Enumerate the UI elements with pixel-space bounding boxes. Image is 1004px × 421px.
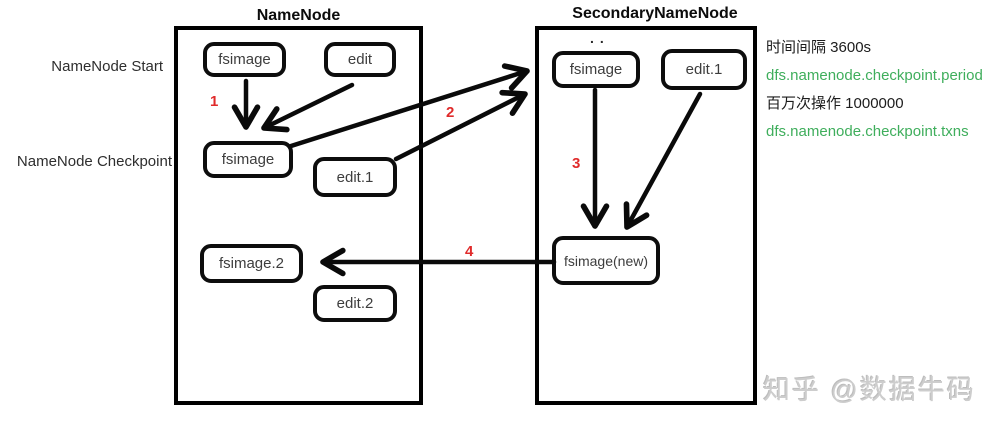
node-nn-fsimage-start: fsimage — [203, 42, 286, 77]
secondary-namenode-title: SecondaryNameNode — [572, 5, 738, 22]
annotation-million-ops: 百万次操作 1000000 — [766, 95, 904, 112]
node-nn-fsimage2: fsimage.2 — [200, 244, 303, 283]
annotation-time-interval: 时间间隔 3600s — [766, 39, 872, 56]
secondary-dots-mark: .. — [590, 30, 610, 46]
secondary-namenode-container — [535, 26, 757, 405]
label-namenode-start: NameNode Start — [51, 58, 163, 75]
node-nn-fsimage-checkpoint: fsimage — [203, 141, 293, 178]
node-sn-edit1: edit.1 — [661, 49, 747, 90]
annotation-checkpoint-period: dfs.namenode.checkpoint.period — [766, 67, 983, 84]
node-nn-edit: edit — [324, 42, 396, 77]
step-number-4: 4 — [465, 243, 474, 260]
label-namenode-checkpoint: NameNode Checkpoint — [16, 153, 172, 170]
config-annotations: 时间间隔 3600s dfs.namenode.checkpoint.perio… — [766, 34, 1004, 146]
node-nn-edit2: edit.2 — [313, 285, 397, 322]
node-sn-fsimage: fsimage — [552, 51, 640, 88]
step-number-1: 1 — [210, 93, 219, 110]
namenode-title: NameNode — [256, 7, 341, 24]
node-sn-fsimage-new: fsimage(new) — [552, 236, 660, 285]
step-number-2: 2 — [446, 104, 455, 121]
node-nn-edit1: edit.1 — [313, 157, 397, 197]
annotation-checkpoint-txns: dfs.namenode.checkpoint.txns — [766, 123, 969, 140]
step-number-3: 3 — [572, 155, 581, 172]
zhihu-watermark: 知乎 @数据牛码 — [763, 375, 976, 405]
namenode-container — [174, 26, 423, 405]
